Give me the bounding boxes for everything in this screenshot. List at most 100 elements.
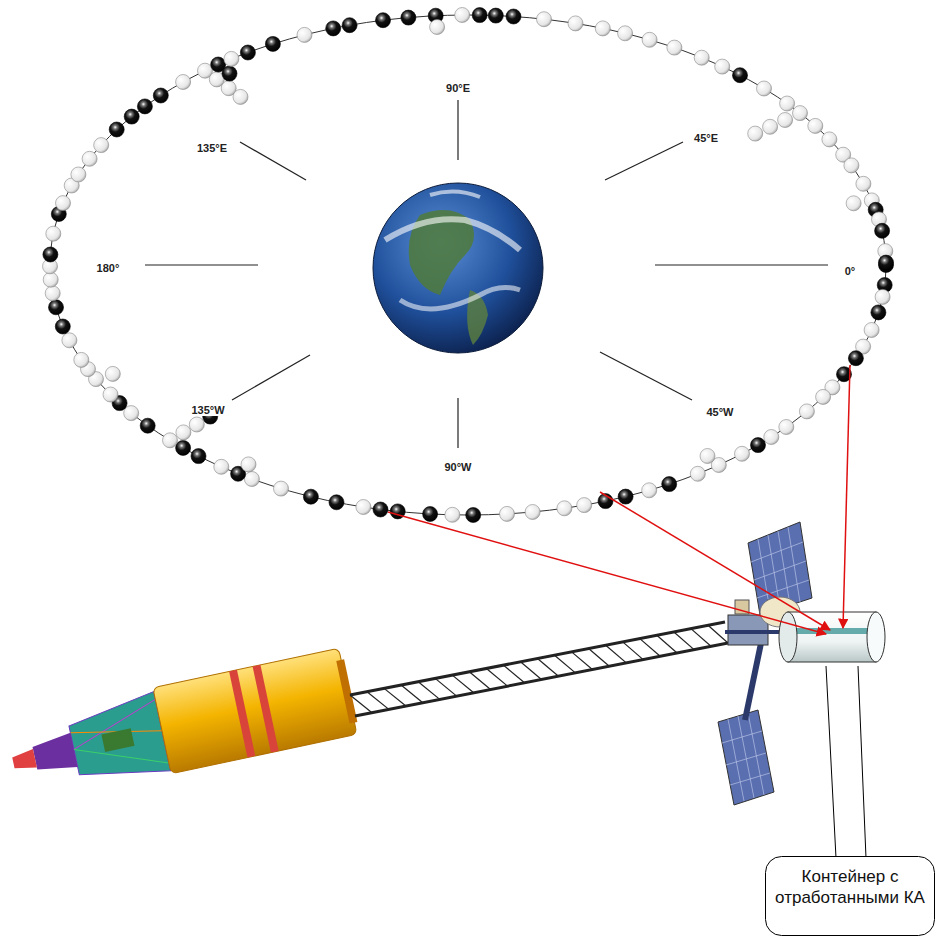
satellite xyxy=(864,323,879,338)
truss-strut xyxy=(486,669,507,687)
satellite xyxy=(43,272,58,287)
geo-orbit xyxy=(50,15,886,515)
satellite xyxy=(356,500,371,515)
satellite xyxy=(222,66,237,81)
satellite xyxy=(822,132,837,147)
satellite xyxy=(103,387,118,402)
satellite xyxy=(778,113,793,128)
longitude-label: 90°E xyxy=(444,82,472,94)
satellite xyxy=(303,489,318,504)
satellite xyxy=(618,26,633,41)
satellite xyxy=(642,483,657,498)
satellite xyxy=(667,40,682,55)
satellite xyxy=(694,50,709,65)
satellite xyxy=(557,501,572,516)
satellite xyxy=(140,418,155,433)
truss-strut xyxy=(640,639,660,657)
satellite xyxy=(214,459,229,474)
earth xyxy=(373,183,543,353)
satellite xyxy=(537,12,552,27)
satellite xyxy=(700,449,715,464)
truss-strut xyxy=(469,672,490,690)
satellite xyxy=(241,457,256,472)
longitude-spokes xyxy=(145,100,828,448)
satellite xyxy=(799,404,814,419)
satellite xyxy=(466,508,481,523)
truss-strut xyxy=(657,635,677,653)
truss-strut xyxy=(384,688,406,706)
truss-strut xyxy=(503,665,524,683)
satellite xyxy=(844,158,859,173)
callout-text: Контейнер с отработанными КА xyxy=(773,866,927,909)
satellite xyxy=(690,466,705,481)
longitude-label: 135°E xyxy=(195,142,229,154)
satellite xyxy=(326,21,341,36)
truss-strut xyxy=(572,652,593,670)
longitude-label: 45°E xyxy=(692,132,720,144)
satellite xyxy=(176,75,191,90)
satellite xyxy=(153,88,168,103)
satellite xyxy=(176,440,191,455)
truss-strut xyxy=(418,682,440,700)
satellite xyxy=(733,68,748,83)
truss-strut xyxy=(401,685,423,703)
callout-bubble: Контейнер с отработанными КА xyxy=(765,856,935,936)
satellite xyxy=(224,51,239,66)
satellite xyxy=(82,151,97,166)
satellite xyxy=(780,96,795,111)
satellite xyxy=(763,119,778,134)
satellite xyxy=(46,226,61,241)
satellite xyxy=(779,420,794,435)
satellite xyxy=(764,430,779,445)
satellite xyxy=(662,477,677,492)
satellite xyxy=(846,196,861,211)
satellite xyxy=(793,106,808,121)
satellite xyxy=(297,27,312,42)
satellite xyxy=(55,319,70,334)
satellite xyxy=(163,433,178,448)
satellite xyxy=(189,417,204,432)
satellite xyxy=(137,99,152,114)
satellite xyxy=(244,472,259,487)
truss-strut xyxy=(589,649,610,667)
satellite xyxy=(233,89,248,104)
satellite xyxy=(875,289,890,304)
satellite xyxy=(105,366,120,381)
satellite xyxy=(329,495,344,510)
truss-strut xyxy=(538,659,559,677)
satellite xyxy=(488,8,503,23)
satellite xyxy=(455,8,470,23)
satellite xyxy=(94,138,109,153)
satellite xyxy=(595,21,610,36)
satellite xyxy=(240,45,255,60)
satellite xyxy=(879,255,894,270)
truss-strut xyxy=(691,629,711,647)
satellite xyxy=(875,223,890,238)
satellite xyxy=(748,126,763,141)
satellite xyxy=(265,36,280,51)
satellite xyxy=(191,449,206,464)
longitude-label: 0° xyxy=(843,265,858,277)
satellite xyxy=(274,481,289,496)
truss-strut xyxy=(555,655,576,673)
satellite xyxy=(506,9,521,24)
truss-strut xyxy=(708,625,728,643)
satellite xyxy=(715,59,730,74)
satellite xyxy=(62,333,77,348)
satellites xyxy=(43,8,894,523)
satellite xyxy=(568,16,583,31)
satellite xyxy=(56,196,71,211)
satellite xyxy=(43,247,58,262)
satellite xyxy=(124,109,139,124)
satellite xyxy=(856,176,871,191)
satellite xyxy=(757,81,772,96)
satellite xyxy=(735,446,750,461)
satellite xyxy=(848,351,863,366)
truss-strut xyxy=(435,678,457,696)
satellite xyxy=(871,305,886,320)
truss-strut xyxy=(452,675,473,693)
satellite xyxy=(751,438,766,453)
satellite xyxy=(472,8,487,23)
satellite xyxy=(373,502,388,517)
